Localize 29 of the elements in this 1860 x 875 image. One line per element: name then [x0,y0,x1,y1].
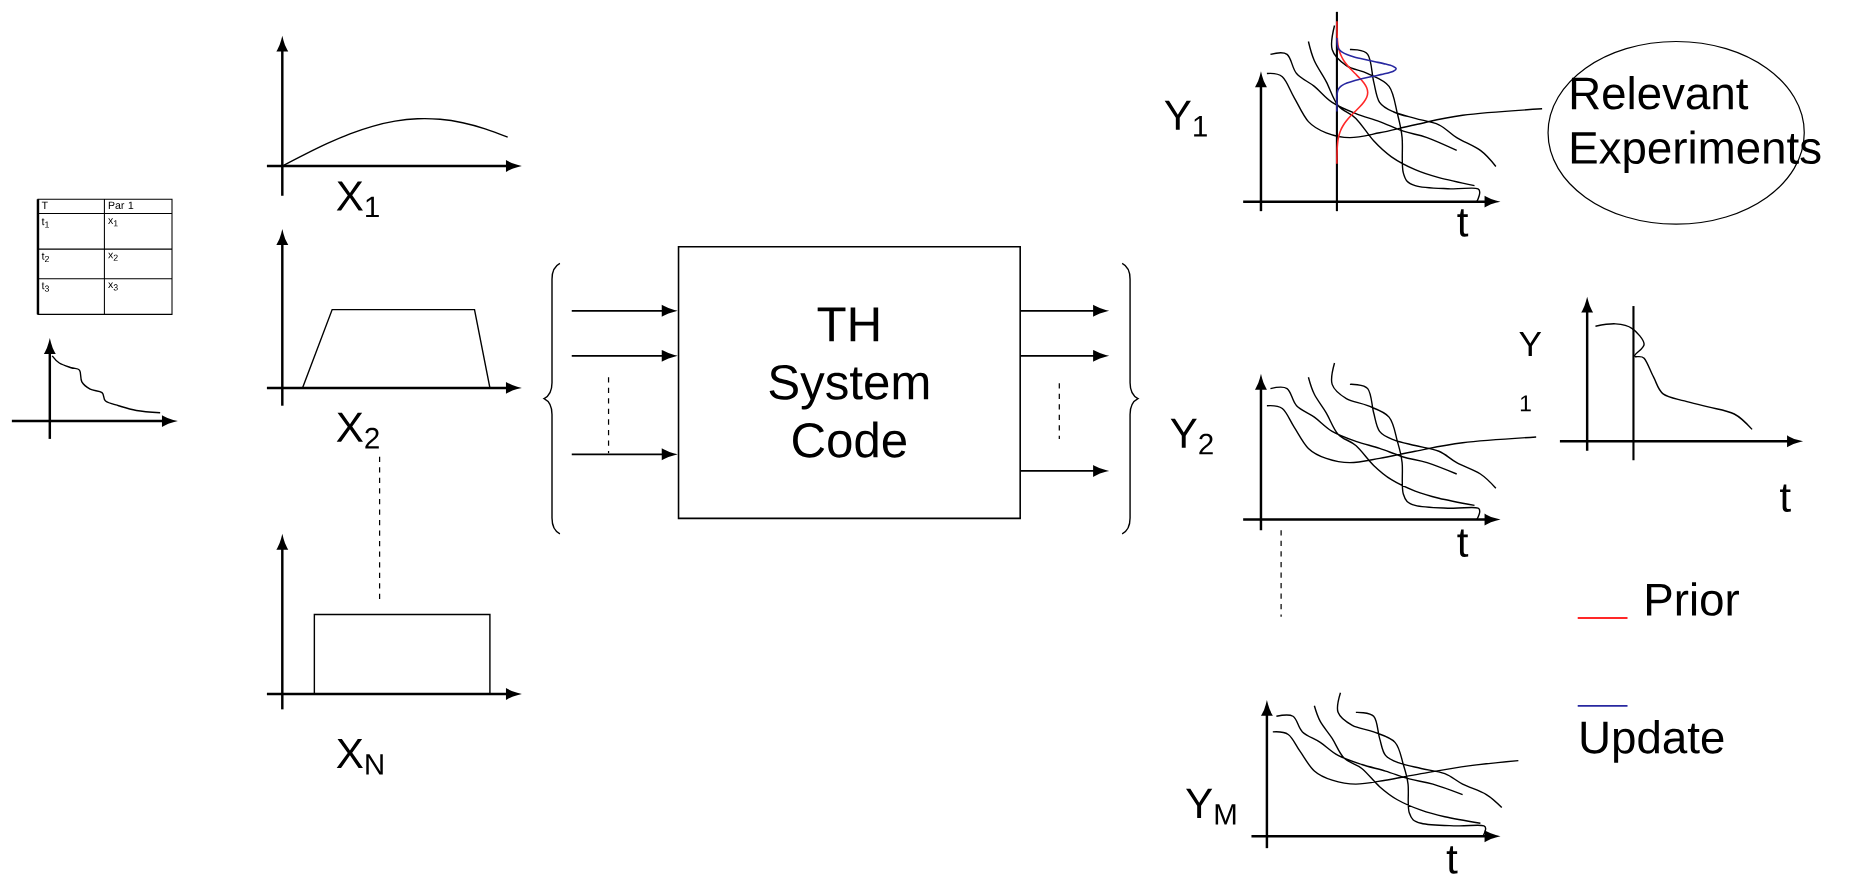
table-cell: t$_{3}$ [41,282,49,292]
axis-label: t [1457,529,1469,557]
table-cell: Par 1 [108,201,134,209]
legend-label: Prior [1647,582,1739,616]
axis-label: t [1780,484,1791,512]
axis-label: X$_{1}$ [336,181,379,217]
axis-label: t [1457,209,1469,237]
legend-label: Update [1581,719,1724,763]
table-cell: t$_{2}$ [41,252,49,262]
axis-label: 1 [1520,395,1531,411]
axis-label: X$_{N}$ [336,738,383,775]
axis-label: X$_{2}$ [336,412,379,449]
axis-label: Y$_{M}$ [1186,788,1236,825]
axis-label: t [1446,846,1458,874]
arrow [570,305,675,316]
arrow [1020,350,1107,361]
table-cell: x$_{3}$ [108,282,118,291]
table-cell: T [41,201,48,209]
arrow [1020,305,1107,316]
table-cell: x$_{2}$ [108,252,118,261]
process-box: TH System Code [677,245,1021,519]
axis-label: Y$_{2}$ [1170,418,1213,455]
table-cell: t$_{1}$ [41,218,49,228]
arrow [570,448,675,460]
arrow [1020,465,1107,477]
axis-label: Y [1519,331,1542,356]
arrow [570,350,675,361]
table-cell: x$_{1}$ [108,218,118,227]
axis-label: Y$_{1}$ [1164,100,1207,137]
